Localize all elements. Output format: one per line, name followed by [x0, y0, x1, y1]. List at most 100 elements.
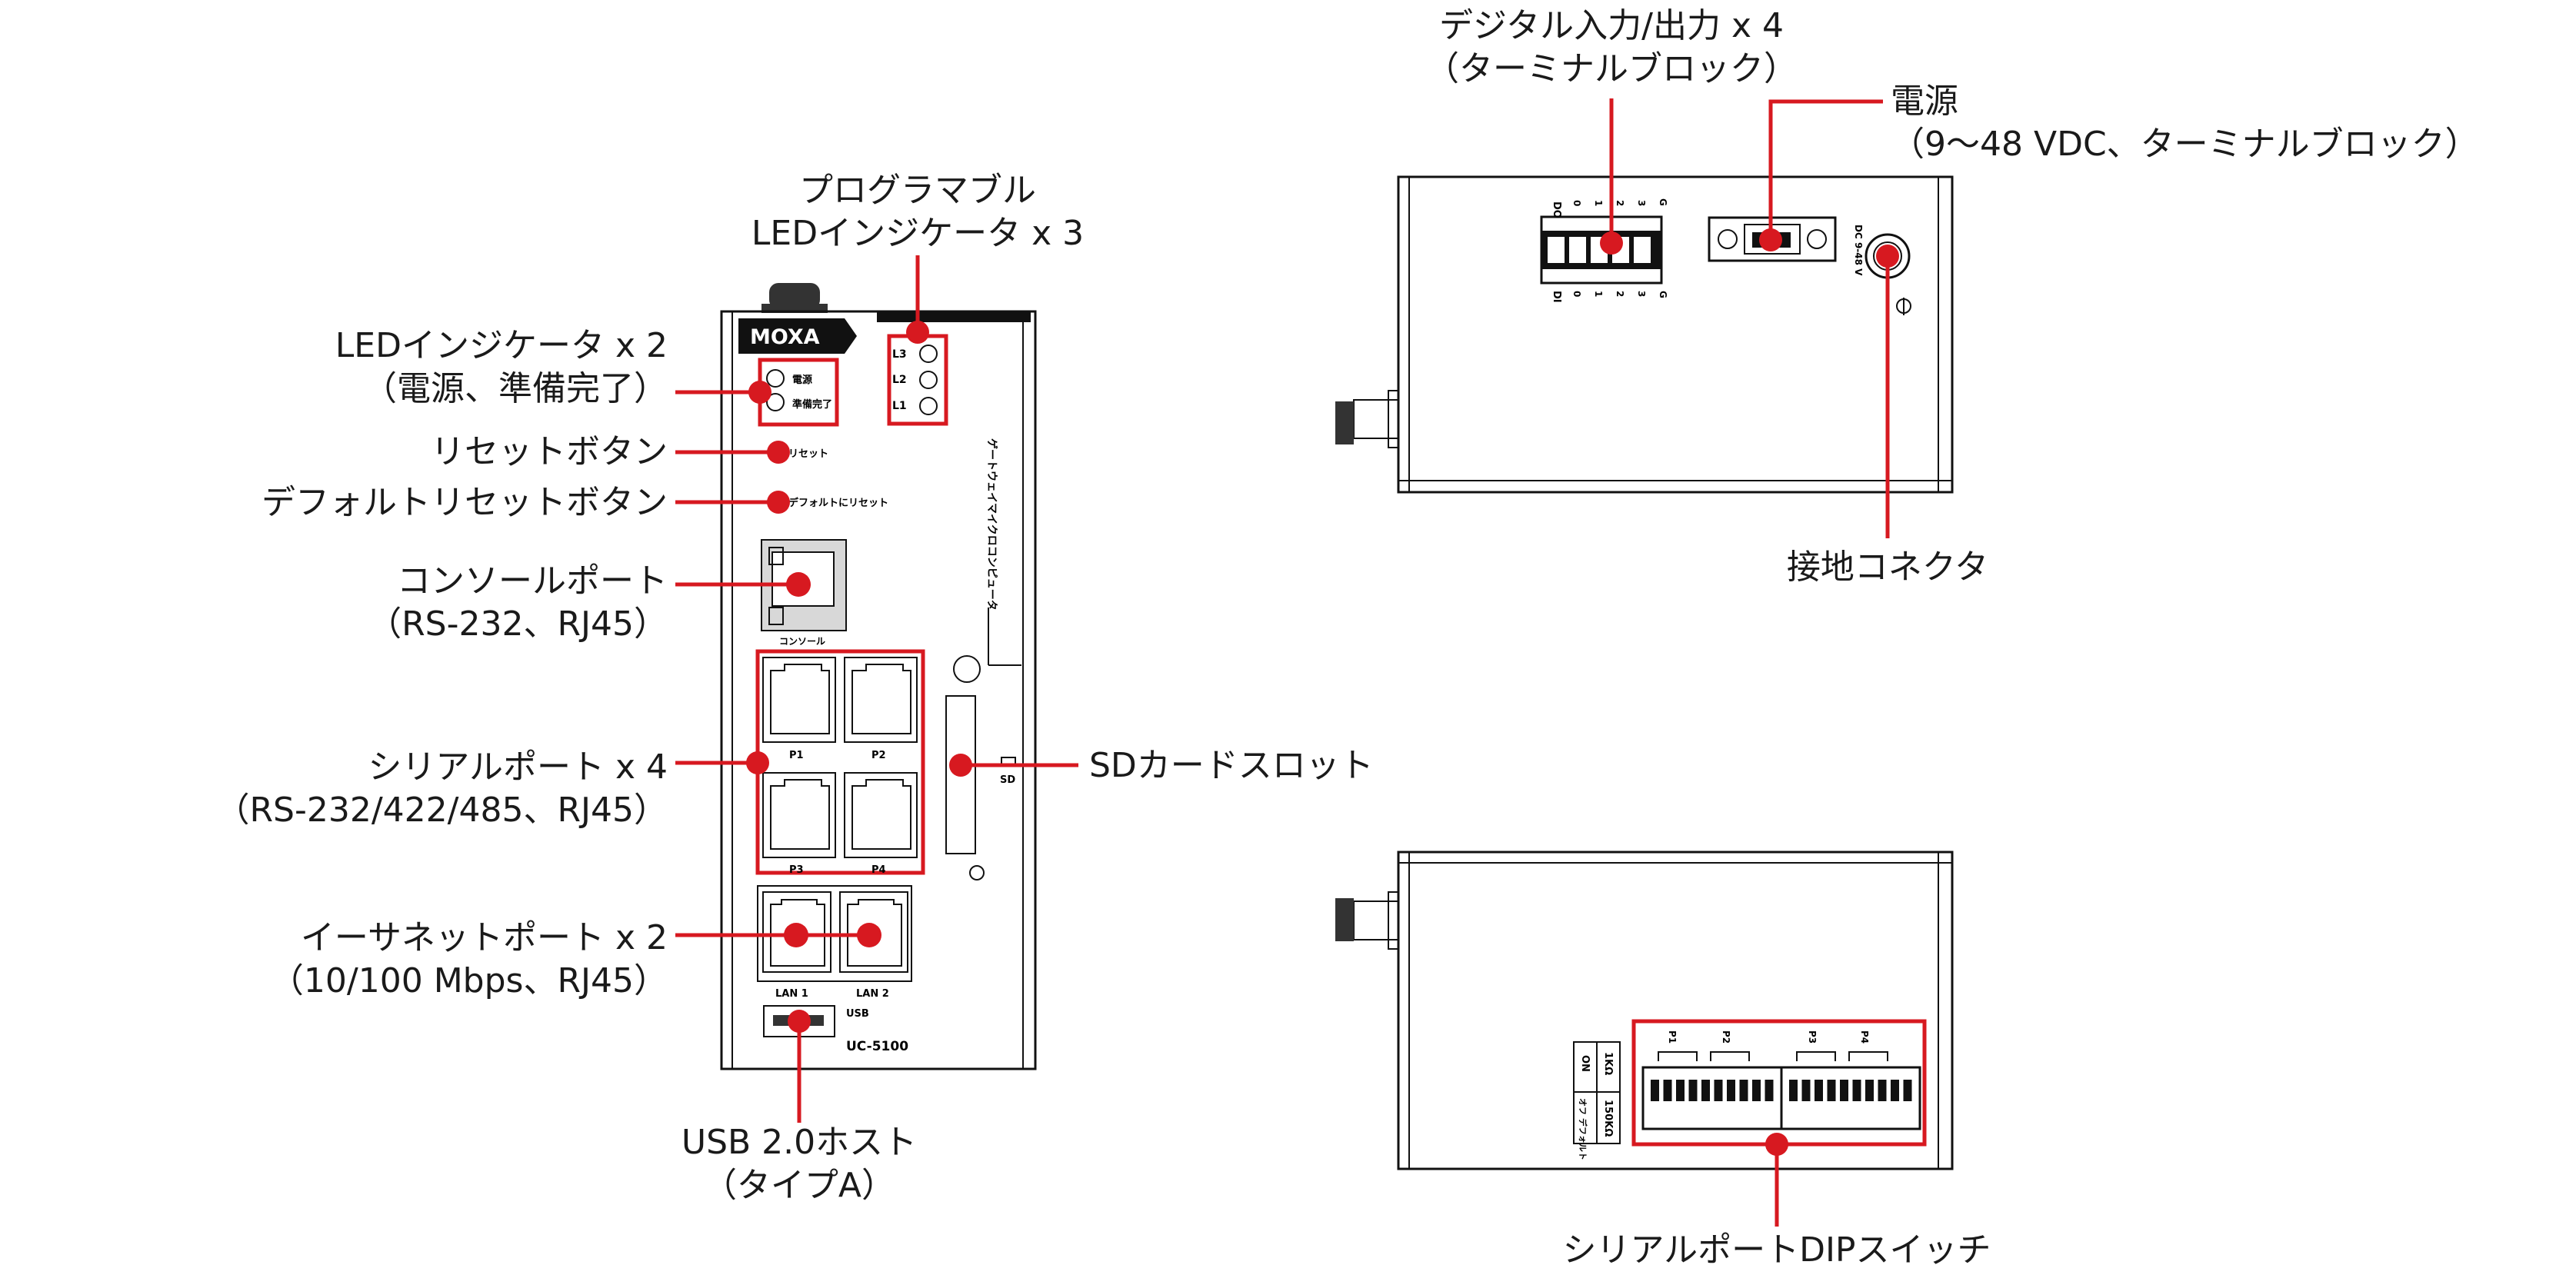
- default-reset-text: デフォルトにリセット: [788, 497, 888, 509]
- label-ground: 接地コネクタ: [1787, 548, 1988, 587]
- label-sd: SDカードスロット: [1089, 746, 1374, 785]
- callout-lines: [675, 98, 1890, 1227]
- label-default-reset: デフォルトリセットボタン: [262, 483, 668, 522]
- di-pin-2: 2: [1615, 291, 1625, 297]
- label-dip: シリアルポートDIPスイッチ: [1563, 1230, 1991, 1270]
- led-power-text: 電源: [792, 374, 812, 386]
- model-text: UC-5100: [846, 1039, 908, 1054]
- label-serial-2: （RS-232/422/485、RJ45）: [215, 791, 668, 830]
- prog-led-l3: L3: [892, 348, 907, 361]
- side-text: ゲートウェイマイクロコンピュータ: [985, 438, 998, 611]
- sd-card-slot[interactable]: [945, 695, 976, 854]
- din-clip: [769, 283, 820, 309]
- di-pin-g: G: [1658, 291, 1668, 298]
- prog-led-l2: L2: [892, 374, 907, 386]
- serial-port-p3[interactable]: [762, 772, 836, 858]
- serial-p4-text: P4: [871, 864, 886, 876]
- label-usb-1: USB 2.0ホスト: [681, 1123, 917, 1162]
- dip-switch-toggle[interactable]: [1815, 1080, 1823, 1101]
- dip-switch-block[interactable]: [1641, 1066, 1921, 1130]
- dip-switch-toggle[interactable]: [1827, 1080, 1836, 1101]
- lan1-text: LAN 1: [775, 988, 808, 1000]
- dip-off-text: オフ デフォルト: [1578, 1098, 1588, 1160]
- dip-switch-toggle[interactable]: [1789, 1080, 1798, 1101]
- dip-switch-toggle[interactable]: [1752, 1080, 1761, 1101]
- bottom-body: [1397, 851, 1954, 1170]
- do-pin-1: 1: [1593, 200, 1604, 206]
- serial-port-p2[interactable]: [844, 657, 918, 743]
- di-pin-1: 1: [1593, 291, 1604, 297]
- led-ready-text: 準備完了: [792, 398, 832, 411]
- console-text: コンソール: [779, 636, 825, 647]
- dip-switch-toggle[interactable]: [1651, 1080, 1659, 1101]
- dip-switch-toggle[interactable]: [1663, 1080, 1672, 1101]
- dip-switch-toggle[interactable]: [1739, 1080, 1748, 1101]
- dip-switch-toggle[interactable]: [1878, 1080, 1887, 1101]
- dip-switch-toggle[interactable]: [1865, 1080, 1874, 1101]
- label-serial-1: シリアルポート x 4: [368, 747, 668, 787]
- serial-p1-text: P1: [789, 750, 804, 761]
- do-label: DO: [1551, 201, 1562, 218]
- serial-port-grid: [762, 657, 918, 858]
- dip-p1-text: P1: [1667, 1030, 1678, 1044]
- do-pin-2: 2: [1615, 200, 1625, 206]
- label-console-2: （RS-232、RJ45）: [368, 604, 668, 644]
- dip-on-text: ON: [1579, 1055, 1591, 1072]
- lan-port-2[interactable]: [839, 891, 908, 973]
- label-dio-2: （ターミナルブロック）: [1425, 49, 1798, 88]
- do-pin-0: 0: [1571, 200, 1582, 206]
- dip-switch-toggle[interactable]: [1727, 1080, 1735, 1101]
- dip-p4-text: P4: [1859, 1030, 1870, 1044]
- dip-switch-toggle[interactable]: [1801, 1080, 1811, 1101]
- label-usb-2: （タイプA）: [703, 1166, 895, 1205]
- brand-text: MOXA: [750, 325, 820, 349]
- serial-p3-text: P3: [789, 864, 804, 876]
- serial-port-p4[interactable]: [844, 772, 918, 858]
- reset-text: リセット: [788, 448, 828, 460]
- moxa-logo: MOXA: [738, 318, 857, 354]
- lan-port-1[interactable]: [762, 891, 831, 973]
- label-power-2: （9〜48 VDC、ターミナルブロック）: [1891, 125, 2479, 164]
- do-pin-3: 3: [1636, 200, 1647, 206]
- do-pin-g: G: [1658, 198, 1668, 206]
- power-text: DC 9-48 V: [1853, 225, 1864, 276]
- front-panel: MOXA 電源 準備完了 L3 L2 L1 リセット デフォルトにリセット ゲー…: [720, 283, 1037, 1070]
- label-ethernet-2: （10/100 Mbps、RJ45）: [270, 961, 668, 1000]
- label-ethernet-1: イーサネットポート x 2: [301, 918, 668, 957]
- dip-p3-text: P3: [1807, 1030, 1818, 1044]
- label-power-1: 電源: [1891, 82, 1958, 121]
- di-pin-0: 0: [1571, 291, 1582, 297]
- dip-switch-toggle[interactable]: [1701, 1080, 1710, 1101]
- dip-switch-toggle[interactable]: [1688, 1080, 1698, 1101]
- label-prog-led-1: プログラマブル: [799, 171, 1036, 210]
- top-body: [1397, 175, 1954, 494]
- dip-switch-toggle[interactable]: [1765, 1080, 1774, 1101]
- dip-1k-text: 1KΩ: [1602, 1052, 1614, 1075]
- dip-switch-toggle[interactable]: [1676, 1080, 1685, 1101]
- dip-switch-toggle[interactable]: [1840, 1080, 1848, 1101]
- serial-port-p1[interactable]: [762, 657, 836, 743]
- top-panel: DO DI 0 1 2 3 G 0 1 2 3 G DC 9-48 V: [1335, 175, 1954, 494]
- dip-switch-toggle[interactable]: [1714, 1080, 1723, 1101]
- callout-labels: プログラマブル LEDインジケータ x 3 LEDインジケータ x 2 （電源、…: [215, 6, 2478, 1270]
- prog-led-l1: L1: [892, 400, 907, 412]
- dip-switch-toggle[interactable]: [1852, 1080, 1861, 1101]
- dip-switch-toggle[interactable]: [1903, 1080, 1912, 1101]
- bottom-panel: ON 1KΩ オフ デフォルト 150KΩ P1 P2 P3 P4: [1335, 851, 1954, 1170]
- label-reset: リセットボタン: [431, 432, 668, 471]
- dip-150k-text: 150KΩ: [1602, 1100, 1614, 1137]
- label-dio-1: デジタル入力/出力 x 4: [1439, 6, 1784, 45]
- dip-p2-text: P2: [1721, 1030, 1731, 1044]
- dip-switch-toggle[interactable]: [1891, 1080, 1899, 1101]
- callout-dots: [746, 228, 1899, 1156]
- usb-text: USB: [846, 1008, 869, 1020]
- label-prog-led-2: LEDインジケータ x 3: [751, 214, 1084, 253]
- serial-p2-text: P2: [871, 750, 886, 761]
- di-label: DI: [1551, 291, 1562, 303]
- di-pin-3: 3: [1636, 291, 1647, 297]
- lan2-text: LAN 2: [856, 988, 889, 1000]
- label-led2-2: （電源、準備完了）: [363, 369, 668, 408]
- label-led2-1: LEDインジケータ x 2: [335, 326, 668, 365]
- label-console-1: コンソールポート: [397, 561, 668, 601]
